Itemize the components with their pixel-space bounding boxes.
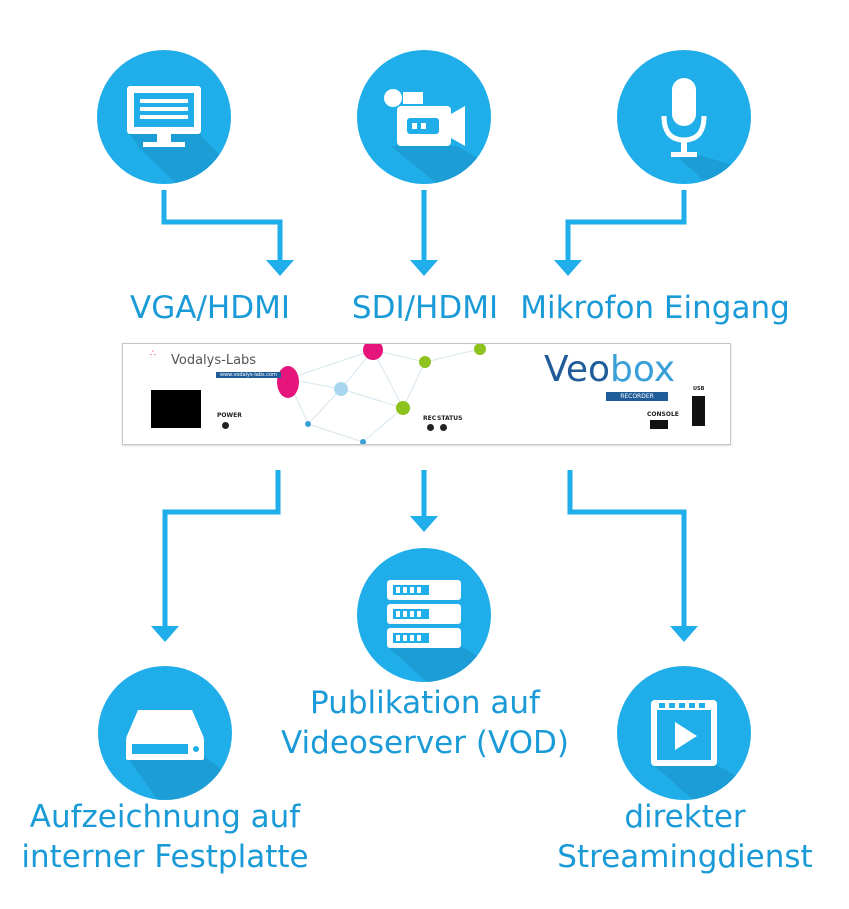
output-circle-vod [357, 548, 491, 682]
output-label-storage-line1: Aufzeichnung auf [29, 799, 301, 835]
console-port [650, 420, 668, 429]
hard-drive-icon [126, 710, 232, 800]
arrowhead-sdi [410, 260, 438, 276]
output-label-vod: Publikation auf Videoserver (VOD) [270, 683, 580, 763]
product-name-box: box [610, 349, 676, 390]
input-label-sdi: SDI/HDMI [351, 290, 499, 326]
output-label-storage-line2: interner Festplatte [21, 839, 309, 875]
product-name-veo: Veo [544, 349, 611, 390]
veobox-device: ∴ Vodalys-Labs www.vodalys-labs.com POWE… [122, 343, 731, 445]
monitor-icon [127, 86, 231, 184]
status-label: STATUS [437, 415, 463, 422]
output-label-stream: direkter Streamingdienst [520, 797, 849, 877]
brand-name: Vodalys-Labs [171, 353, 257, 368]
input-label-vga: VGA/HDMI [130, 290, 290, 326]
status-led [440, 424, 447, 431]
power-led [222, 422, 229, 429]
rec-led [427, 424, 434, 431]
server-icon [387, 580, 491, 682]
output-circle-storage [98, 666, 232, 800]
output-label-vod-line1: Publikation auf [310, 685, 540, 721]
microphone-icon [661, 78, 751, 184]
video-player-icon [651, 700, 751, 800]
output-label-storage: Aufzeichnung auf interner Festplatte [0, 797, 330, 877]
display-panel [151, 390, 201, 428]
product-subtitle: RECORDER [606, 392, 668, 401]
input-circle-mic [617, 50, 751, 184]
arrowhead-vga [266, 260, 294, 276]
power-label: POWER [217, 412, 242, 419]
input-circle-vga [97, 50, 231, 184]
output-label-stream-line2: Streamingdienst [557, 839, 813, 875]
product-name: Veobox [544, 350, 675, 390]
rec-label: REC [423, 415, 437, 422]
input-label-mic: Mikrofon Eingang [520, 290, 790, 326]
console-label: CONSOLE [647, 411, 679, 418]
video-camera-icon [384, 89, 491, 184]
arrow-vga [161, 190, 283, 262]
arrow-stream [567, 470, 687, 628]
arrowhead-mic [554, 260, 582, 276]
usb-label: USB [693, 386, 705, 392]
output-label-vod-line2: Videoserver (VOD) [281, 725, 569, 761]
usb-port [692, 396, 705, 426]
arrowhead-storage [151, 626, 179, 642]
arrowhead-stream [670, 626, 698, 642]
arrow-storage [162, 470, 281, 628]
device-network-graphic [277, 344, 486, 444]
arrow-mic [565, 190, 687, 262]
brand-logo-dots: ∴ [150, 349, 156, 359]
arrowhead-vod [410, 516, 438, 532]
brand-url: www.vodalys-labs.com [216, 372, 281, 378]
input-circle-sdi [357, 50, 491, 184]
output-circle-stream [617, 666, 751, 800]
output-label-stream-line1: direkter [624, 799, 746, 835]
